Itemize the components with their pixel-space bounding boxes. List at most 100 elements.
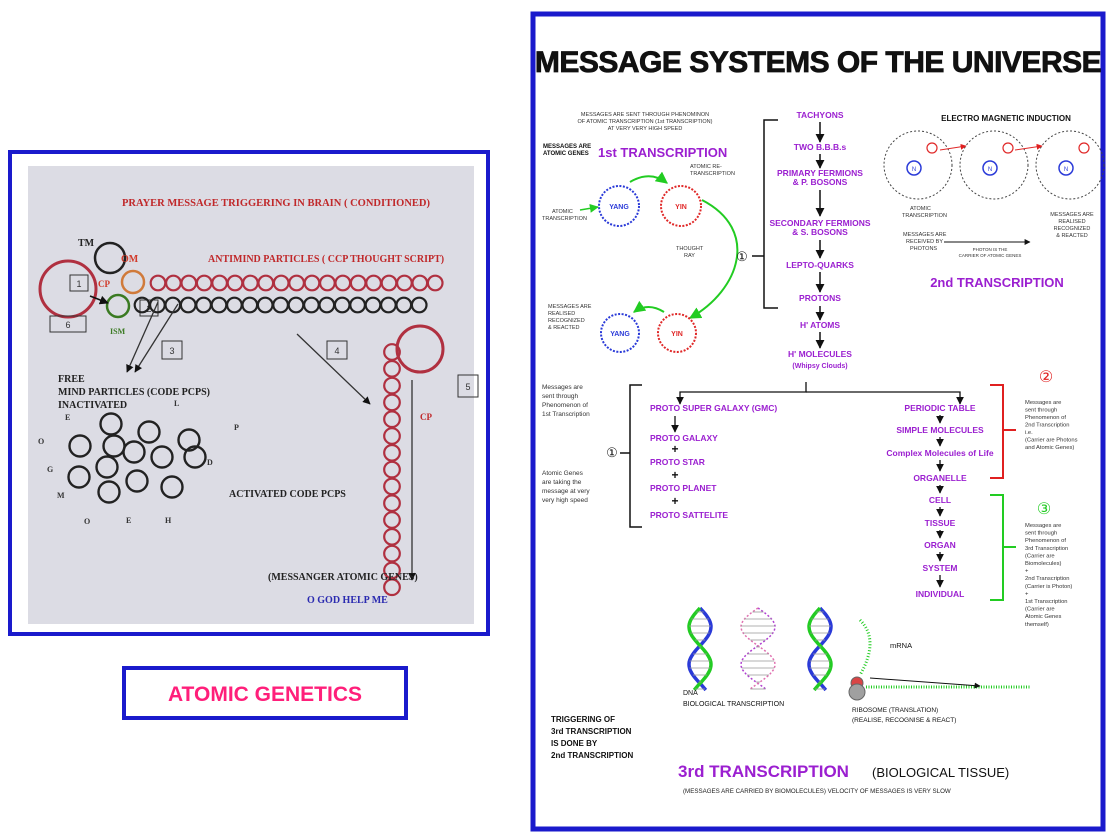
em-arrow [939,143,967,151]
cp-label-left: CP [98,279,110,289]
free-particle [95,455,119,479]
free-particle [150,445,174,469]
plus-sign: + [671,494,678,508]
plus-sign: + [671,442,678,456]
helix-strand [807,606,833,692]
marker-1-upper: ① [736,249,748,264]
em-received-2: RECEIVED BY [906,239,943,245]
chain-item: H' MOLECULES [788,349,852,359]
letter-g: G [47,465,53,474]
yin-lower-ring [657,313,697,353]
photon-carrier-1: PHOTON IS THE [973,247,1008,252]
nucleus-icon [982,160,998,176]
box-2 [139,299,159,317]
free-particle [122,440,146,464]
antimind-label: ANTIMIND PARTICLES ( CCP THOUGHT SCRIPT) [208,254,444,265]
cp-top-ring [395,324,445,374]
caption-label: ATOMIC GENETICS [168,683,362,706]
yang-upper-label: YANG [609,204,629,211]
free-particles-cluster [67,412,207,504]
right-panel-frame [530,11,1106,832]
thought-ray-arrow [688,199,739,319]
life-item: ORGAN [924,540,956,550]
note-three-line: (Carrier are [1025,553,1055,559]
helix-strand [740,607,776,691]
em-realised: MESSAGES ARE REALISED RECOGNIZED & REACT… [1050,212,1094,239]
split-right-arrow [806,391,964,405]
chain-item: PRIMARY FERMIONS [777,168,863,178]
realised-left-1: MESSAGES ARE [548,304,592,310]
triggering-note: TRIGGERING OF 3rd TRANSCRIPTION IS DONE … [551,715,633,760]
marker-1-lower: ① [606,445,618,460]
electron-icon [926,142,938,154]
note-three-line: (Carrier are [1025,607,1055,613]
note-three-line: Messages are [1025,523,1061,529]
activated-particle [383,578,401,597]
free-particle [183,445,207,469]
em-at-2: TRANSCRIPTION [902,213,947,219]
activated-particle [383,511,401,529]
cp-label-right: CP [420,412,432,422]
box-1-label: 1 [76,279,81,289]
mind-particle [410,296,428,314]
helix-strand [740,607,776,691]
yin-upper-ring [660,185,702,227]
note-two-line: 2nd Transcription [1025,423,1069,429]
triggering-1: TRIGGERING OF [551,715,615,724]
scattered-letters: E L P O D G M O E H [38,399,239,526]
yang-yin-upper-arrow [629,171,668,184]
atomic-transcription-left-2: TRANSCRIPTION [542,216,587,222]
red-bracket [990,384,1004,479]
em-realised-2: REALISED [1058,219,1085,225]
mind-particles-row [133,296,428,314]
note-three-line: Atomic Genes [1025,614,1062,620]
activated-particle [383,460,401,479]
note-two-line: sent through [1025,408,1057,414]
cp-arrow [89,295,109,305]
side-note-2: sent through [542,393,579,400]
em-field-ring [883,130,953,200]
plus-sign: + [671,468,678,482]
biological-tissue: (BIOLOGICAL TISSUE) [872,765,1009,780]
realised-left-2: REALISED [548,311,575,317]
bio-transcription-label: BIOLOGICAL TRANSCRIPTION [683,701,784,708]
right-panel: MESSAGE SYSTEMS OF THE UNIVERSE MESSAGES… [530,11,1106,832]
nucleus-icon [906,160,922,176]
chain-item: SECONDARY FERMIONS [769,218,870,228]
side-note2-2: are taking the [542,479,582,486]
triggering-4: 2nd TRANSCRIPTION [551,751,633,760]
thought-ray-2: RAY [684,253,695,259]
em-at-1: ATOMIC [910,206,931,212]
em-realised-1: MESSAGES ARE [1050,212,1094,218]
right-title: MESSAGE SYSTEMS OF THE UNIVERSE [535,46,1101,79]
third-transcription: 3rd TRANSCRIPTION [678,762,849,781]
note-three-line: Phenomenon of [1025,538,1066,544]
activated-label: ACTIVATED CODE PCPS [229,489,346,500]
left-side-note2: Atomic Genes are taking the message at v… [542,470,590,504]
yang-yin-lower: YANG YIN [600,300,697,353]
box-6-label: 6 [65,320,70,330]
tm-ring [93,241,127,275]
note-three-line: 1st Transcription [1025,599,1068,605]
em-realised-4: & REACTED [1056,233,1088,239]
cp-big-ring [38,259,98,319]
helix-strand [687,606,713,692]
em-field-ring [959,130,1029,200]
ribosome-label-2: (REALISE, RECOGNISE & REACT) [852,717,956,724]
letter-o2: O [84,517,90,526]
dna-helices [687,606,872,692]
activated-particle [383,561,401,580]
intro-line-3: AT VERY VERY HIGH SPEED [608,126,683,132]
free-arrow-1 [126,301,159,373]
nucleus-label: N [988,167,992,173]
galaxy-item: PROTO SATTELITE [650,510,728,520]
cp-activated-column [383,343,401,597]
free-line-1: FREE [58,374,85,385]
yang-lower-ring [600,313,640,353]
activated-particle [383,410,401,429]
letter-p: P [234,423,239,432]
marker-3: ③ [1037,501,1051,518]
marker-2: ② [1039,369,1053,386]
